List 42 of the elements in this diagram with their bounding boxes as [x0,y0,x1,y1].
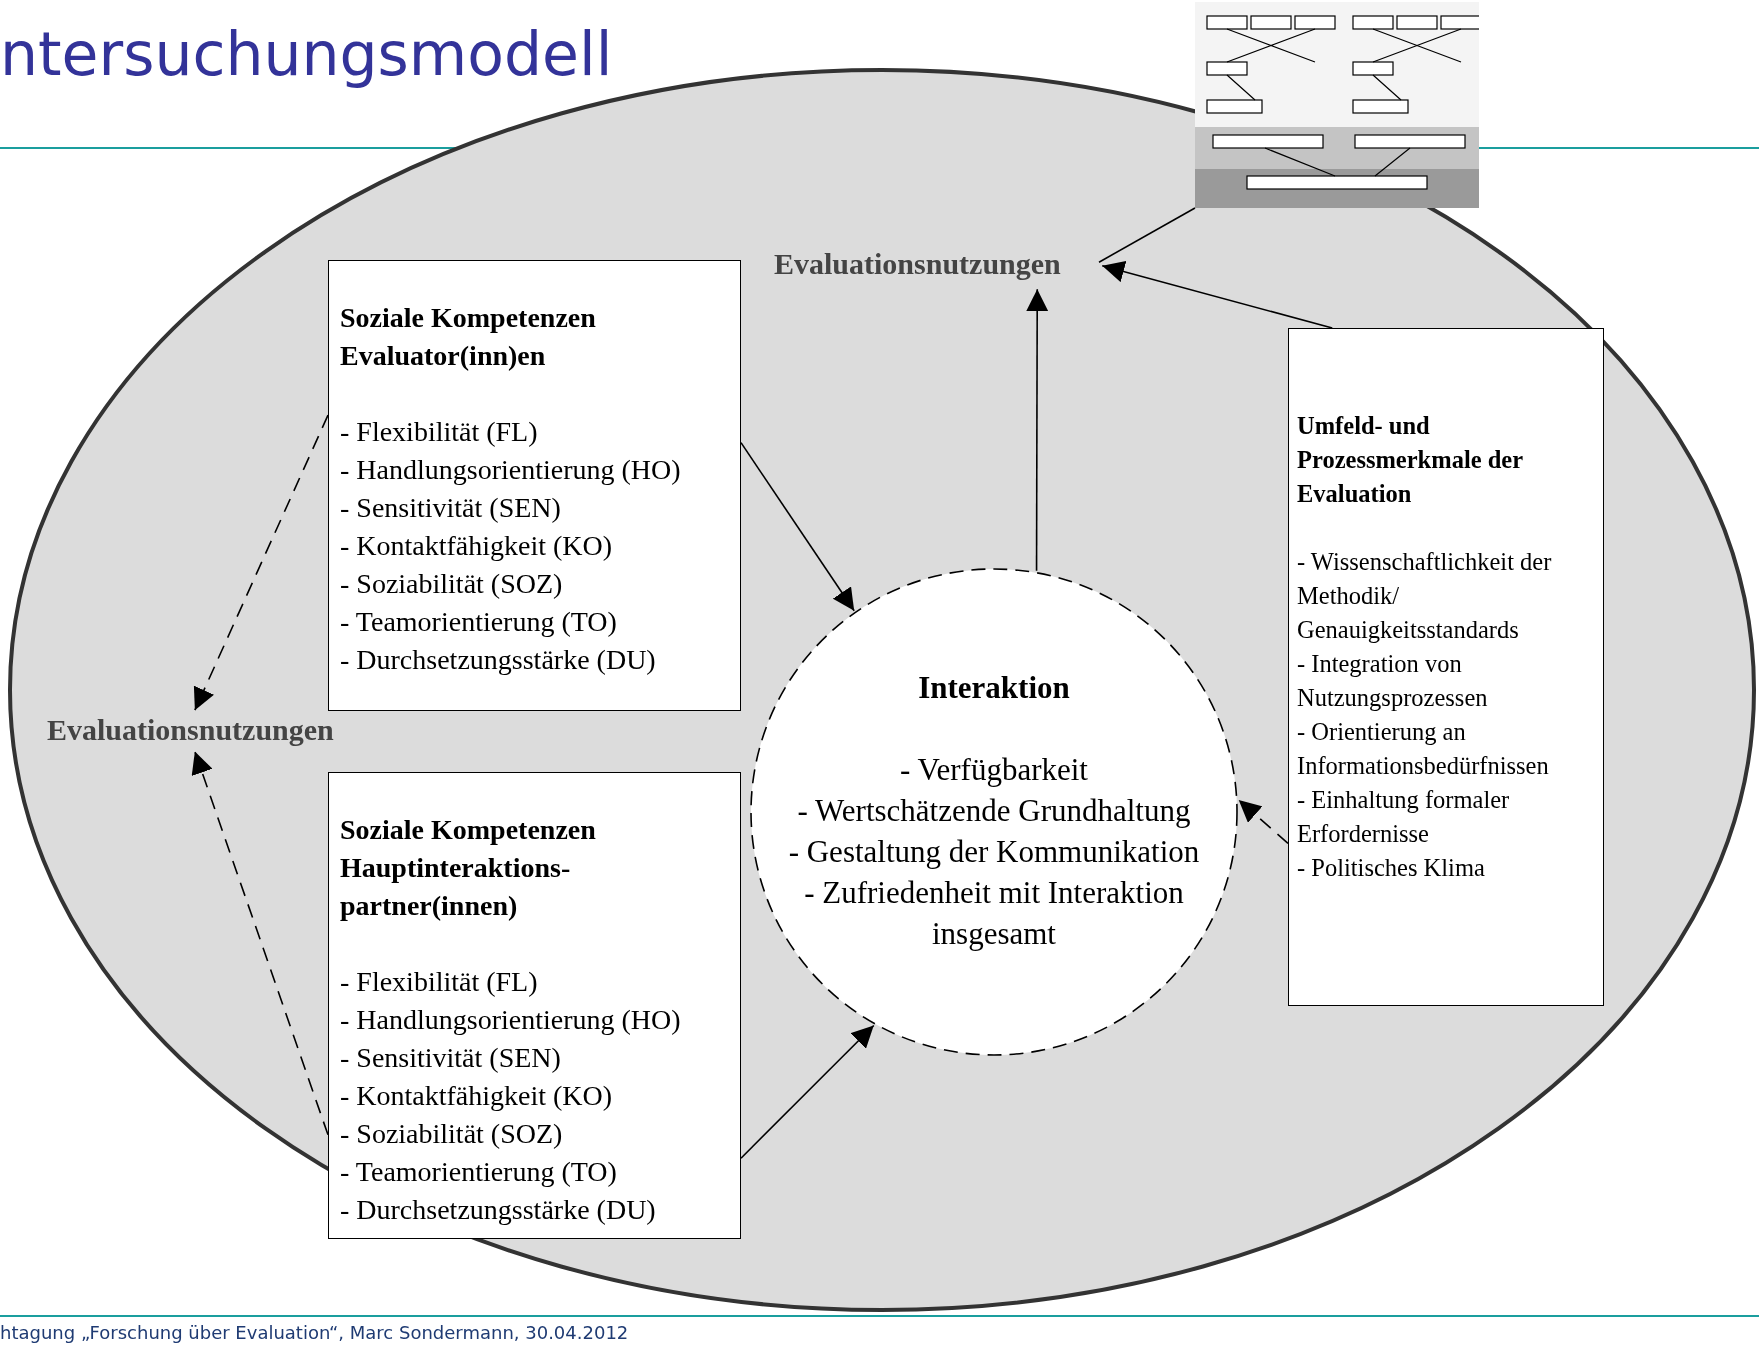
arrow [740,1024,875,1159]
text-box [1288,328,1604,1006]
list-item: - Integration von Nutzungsprozessen [1297,649,1489,713]
list-item: - Flexibilität (FL) [340,965,539,999]
list-item: - Verfügbarkeit [899,751,1089,789]
list-item: - Durchsetzungsstärke (DU) [340,1193,657,1227]
list-item: - Sensitivität (SEN) [340,491,562,525]
text-box [328,260,741,711]
list-item: - Handlungsorientierung (HO) [340,453,682,487]
text-box [328,772,741,1239]
list-item: - Kontaktfähigkeit (KO) [340,529,614,563]
list-item: - Flexibilität (FL) [340,415,539,449]
arrow [1101,260,1334,329]
list-item: - Wertschätzende Grundhaltung [796,792,1192,830]
heading-text: Soziale Kompetenzen Evaluator(inn)en [340,301,597,373]
list-item: - Gestaltung der Kommunikation [787,833,1201,871]
list-item: - Orientierung an Informationsbedürfnissen [1297,717,1550,781]
heading-text: Umfeld- und Prozessmerkmale der Evaluation [1297,411,1524,509]
list-item: - Soziabilität (SOZ) [340,1117,564,1151]
heading-text: Soziale Kompetenzen Hauptinteraktions- partner(innen) [340,813,597,923]
slide-title: ntersuchungsmodell [0,18,613,90]
list-item: - Wissenschaftlichkeit der Methodik/ Genauigkeitsstandards [1297,547,1553,645]
arrow [740,441,855,612]
footer-text: htagung „Forschung über Evaluation“, Marc Sondermann, 30.04.2012 [0,1322,629,1343]
heading-text: Interaktion [917,669,1071,707]
connector-line [1098,207,1196,263]
arrow [1026,288,1049,572]
list-item: - Soziabilität (SOZ) [340,567,564,601]
list-item: - Teamorientierung (TO) [340,1155,618,1189]
dashed-arrow [191,750,329,1136]
list-item: - Handlungsorientierung (HO) [340,1003,682,1037]
list-item: - Sensitivität (SEN) [340,1041,562,1075]
node-label: Evaluationsnutzungen [47,712,372,748]
list-item: - Zufriedenheit mit Interaktion insgesamt [803,874,1185,953]
dashed-arrow [1237,799,1289,845]
list-item: - Einhaltung formaler Erfordernisse [1297,785,1511,849]
list-item: - Teamorientierung (TO) [340,605,618,639]
dashed-arrow [193,414,329,711]
list-item: - Politisches Klima [1297,853,1486,883]
list-item: - Durchsetzungsstärke (DU) [340,643,657,677]
node-label: Evaluationsnutzungen [774,246,1099,282]
list-item: - Kontaktfähigkeit (KO) [340,1079,614,1113]
